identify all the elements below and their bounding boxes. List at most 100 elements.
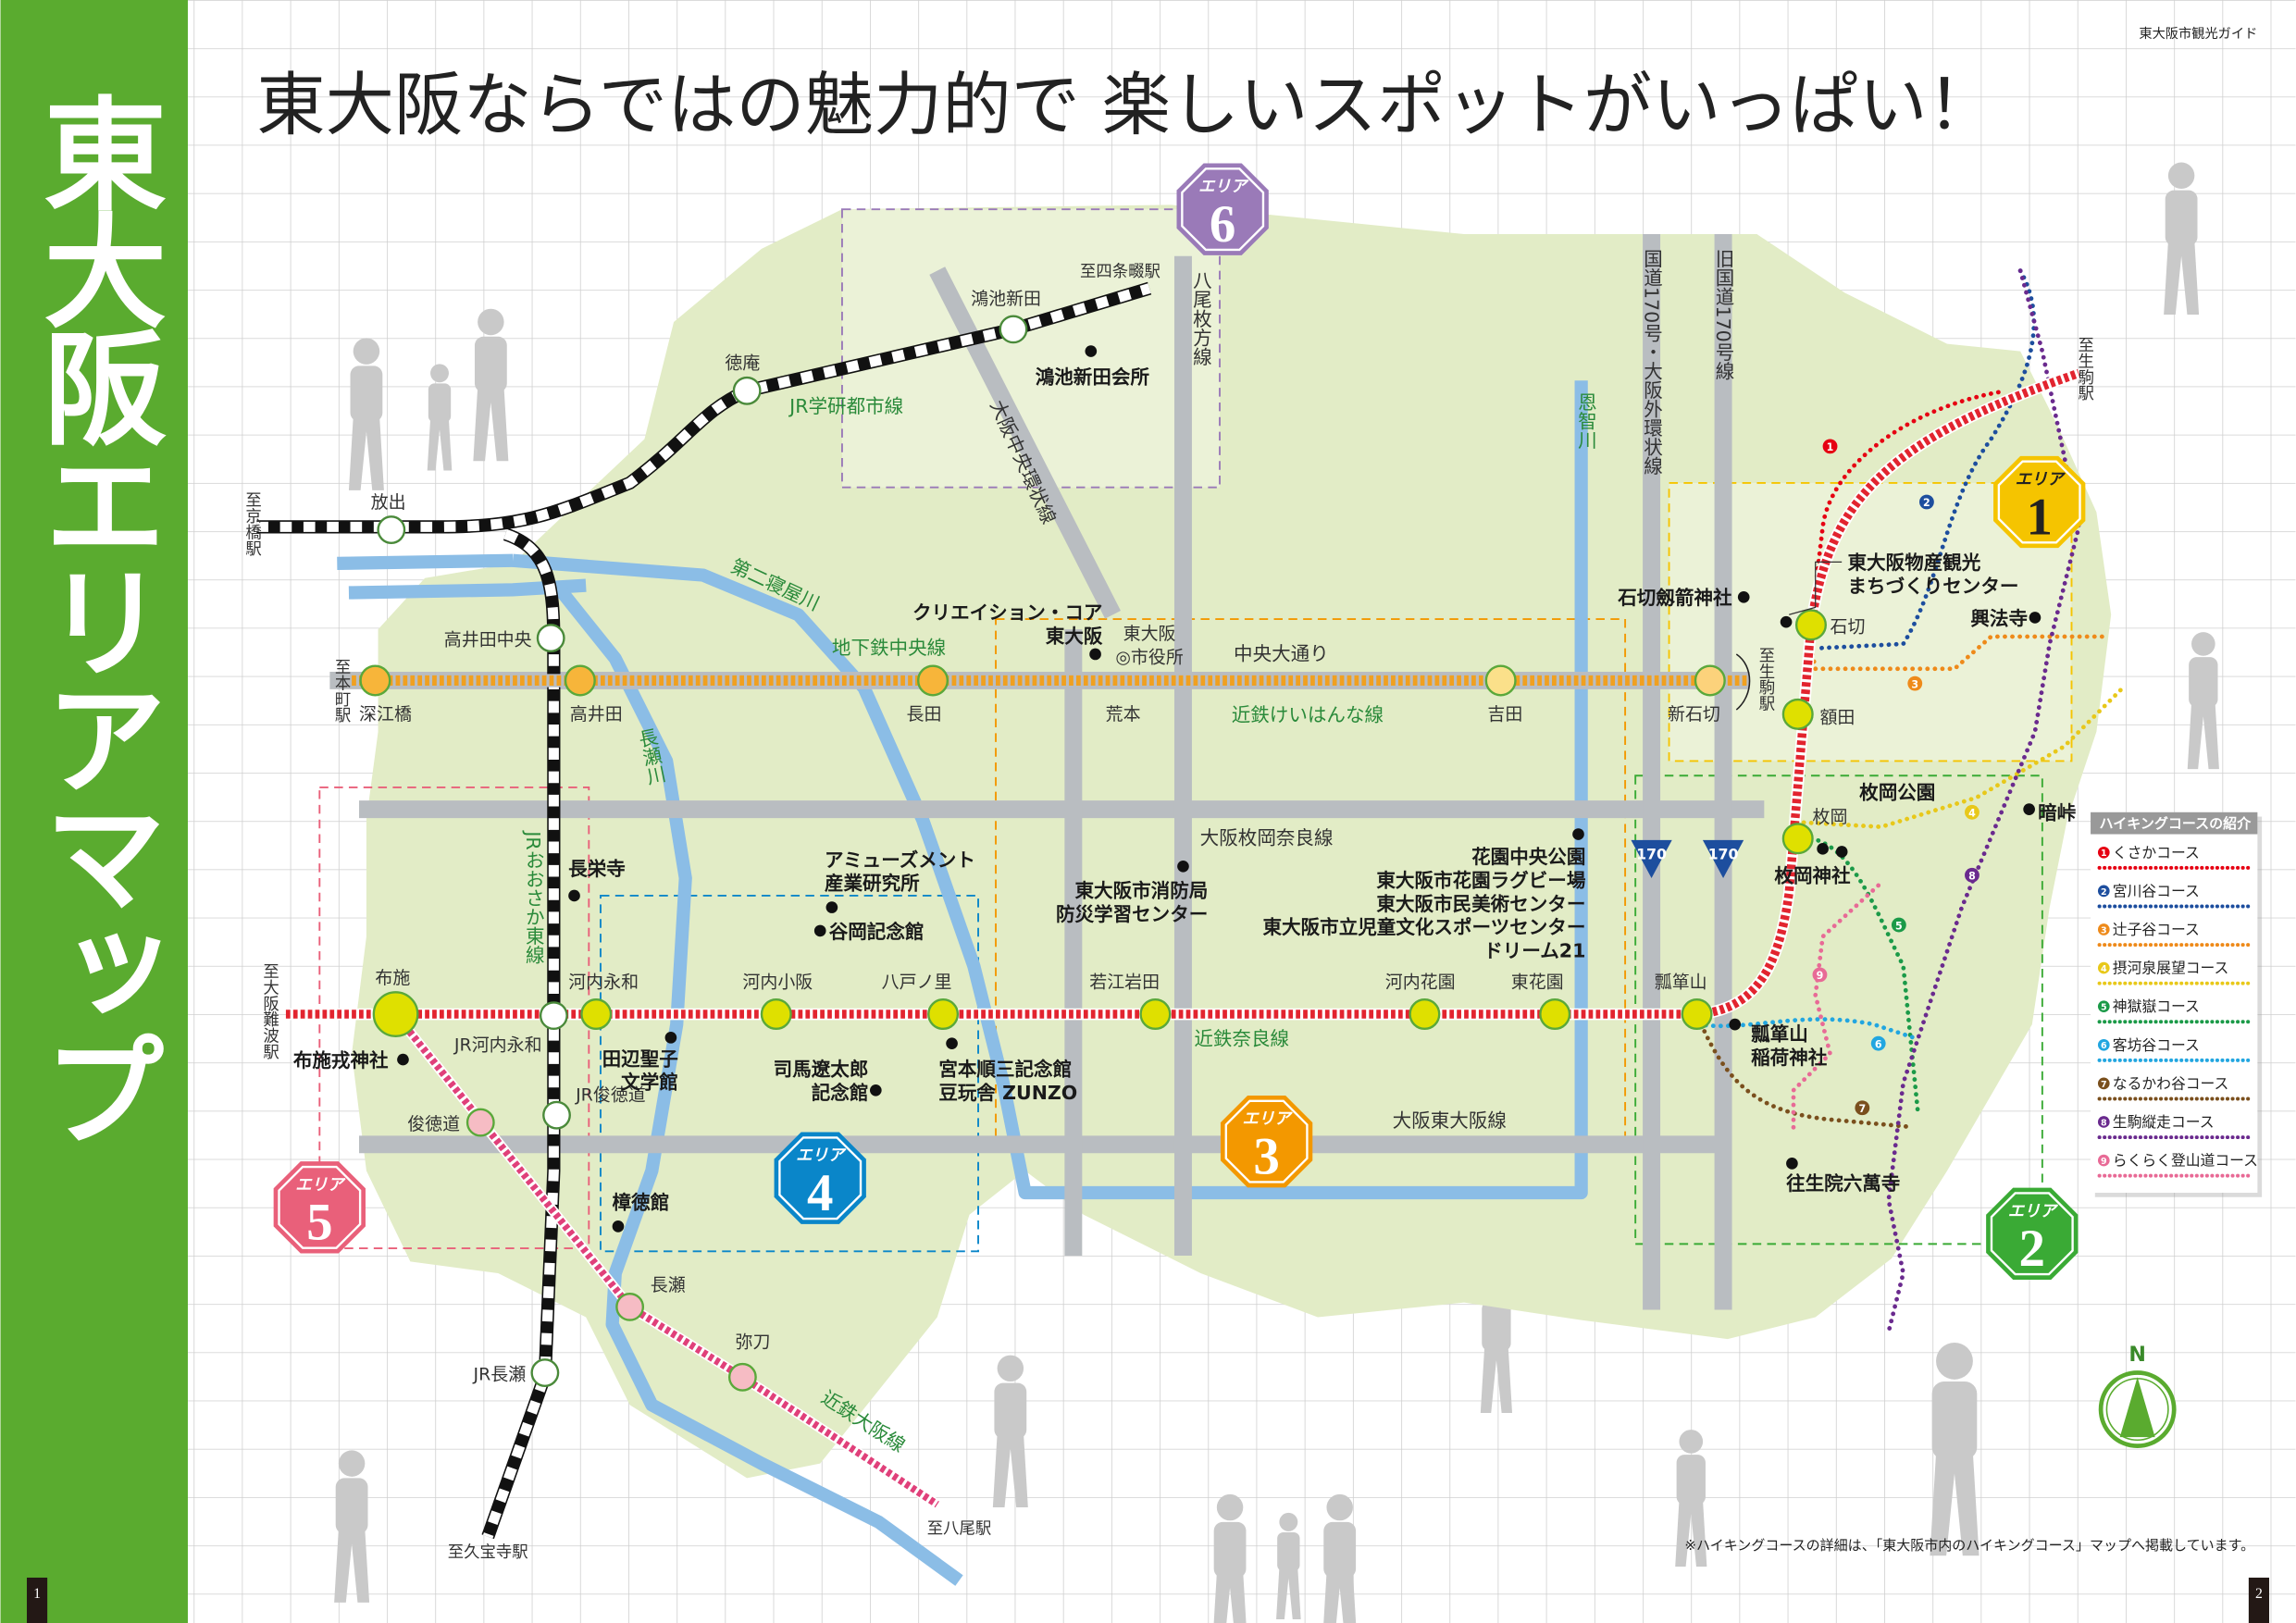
rail-line-label-jr-osaka-higashi: JRおおさか東線 [522, 829, 544, 964]
legend-course-number: 6 [2101, 1041, 2107, 1051]
area-badge-octagon [1986, 1187, 2079, 1280]
poi-marker: 興法寺 [1970, 607, 2042, 629]
rail-line-label-keihanna: 近鉄けいはんな線 [1232, 704, 1384, 726]
poi-dot-icon [664, 1032, 677, 1044]
station-label-東花園: 東花園 [1511, 973, 1564, 993]
poi-dot-icon [1737, 590, 1750, 603]
hiking-course-6-path [1695, 1017, 1920, 1042]
silhouette-legs [1323, 1573, 1357, 1623]
station-label-新石切: 新石切 [1668, 704, 1720, 725]
direction-label: 至京橋駅 [243, 491, 262, 556]
poi-dot-icon [1817, 843, 1829, 855]
poi-label: 東大阪 [1123, 624, 1176, 644]
poi-label: ドリーム21 [1483, 939, 1585, 961]
poi-dot-icon [1572, 828, 1584, 840]
sidebar-title: 東大阪エリアマップ [23, 91, 166, 1145]
hiking-course-4-path [1801, 685, 2126, 829]
poi-label: 枚岡神社 [1774, 865, 1851, 887]
silhouette-legs [1276, 1567, 1301, 1620]
station-marker [760, 998, 792, 1031]
person-silhouette-icon [348, 338, 384, 490]
poi-label: 興法寺 [1970, 607, 2028, 629]
area-badge-octagon [1993, 455, 2086, 549]
area-badge-border [1181, 167, 1265, 252]
legend-course-number: 9 [2101, 1157, 2107, 1167]
station-label-弥刀: 弥刀 [735, 1332, 770, 1353]
area-badge-octagon [1220, 1095, 1313, 1188]
poi-label: 宮本順三記念館 [938, 1058, 1072, 1080]
station-marker [1539, 998, 1571, 1031]
silhouette-head [1279, 1512, 1298, 1531]
silhouette-body [2189, 657, 2218, 708]
area-badge-octagon [774, 1132, 866, 1224]
area-badge-number: 4 [807, 1164, 833, 1222]
road-label: 大阪東大阪線 [1393, 1109, 1507, 1132]
road-label: 中央大通り [1234, 642, 1329, 664]
hiking-course-2-path [1813, 268, 2037, 651]
station-label-鴻池新田: 鴻池新田 [971, 289, 1041, 309]
legend-course-name: くさかコース [2113, 844, 2200, 861]
page-number-left-box [26, 1577, 48, 1623]
silhouette-body [1323, 1521, 1357, 1578]
legend-course-badge [2097, 923, 2110, 935]
road-label: 大阪枚岡奈良線 [1200, 827, 1334, 849]
poi-label: 田辺聖子 [602, 1047, 678, 1070]
legend-course-name: 神獄嶽コース [2113, 997, 2200, 1015]
poi-label: 東大阪 [1046, 625, 1103, 647]
legend-course-badge [2097, 1038, 2110, 1051]
station-label-JR俊徳道: JR俊徳道 [575, 1084, 646, 1105]
road-6 [929, 266, 1121, 619]
legend-course-badge [2097, 846, 2110, 859]
area-badge-number: 2 [2019, 1220, 2045, 1278]
silhouette-body [2165, 190, 2198, 246]
area-badge-label: エリア [2008, 1202, 2059, 1220]
line-end-bracket [1735, 653, 1751, 711]
direction-label: 至生駒駅 [1756, 647, 1775, 712]
silhouette-body [1482, 1301, 1511, 1352]
direction-label: 至久宝寺駅 [448, 1543, 528, 1562]
station-label-長田: 長田 [907, 704, 942, 725]
person-silhouette-icon [2164, 162, 2200, 316]
legend-course-name: 生駒縦走コース [2113, 1113, 2215, 1131]
road-label: 八尾枚方線 [1189, 271, 1211, 366]
station-marker [1694, 664, 1726, 697]
person-silhouette-icon [473, 308, 509, 462]
silhouette-head [1936, 1342, 1973, 1380]
silhouette-head [2167, 162, 2195, 190]
course-number-badge [1855, 1100, 1870, 1116]
page-headline: 東大阪ならではの魅力的で 楽しいスポットがいっぱい！ [256, 65, 1996, 145]
railways [256, 281, 2081, 1540]
station-marker [530, 1358, 560, 1387]
silhouette-body [1931, 1381, 1978, 1460]
poi-dot-icon [1780, 615, 1793, 628]
poi-marker: 東大阪 ◎市役所 [1115, 624, 1183, 667]
course-number-badge [1822, 439, 1838, 454]
legend-course-number: 4 [2101, 964, 2107, 974]
course-number: 9 [1817, 970, 1824, 982]
hiking-course-8-path [1886, 268, 2081, 1334]
poi-dot-icon [946, 1037, 958, 1050]
area-badge-border [778, 1136, 863, 1220]
legend-course-number: 3 [2101, 925, 2107, 935]
course-number-badge [1891, 917, 1906, 933]
poi-label: 東大阪物産観光 [1848, 551, 1981, 574]
area-badge-octagon [1176, 163, 1269, 255]
legend-course-name: 宮川谷コース [2113, 882, 2200, 899]
poi-label: 布施戎神社 [293, 1049, 389, 1072]
station-marker [1409, 998, 1441, 1031]
station-label-深江橋: 深江橋 [359, 704, 412, 725]
poi-dot-icon [612, 1220, 625, 1233]
silhouette-legs [1480, 1346, 1513, 1414]
poi-label: 暗峠 [2038, 802, 2077, 824]
silhouette-head [1216, 1493, 1244, 1521]
station-marker [732, 376, 762, 405]
poi-label: ◎市役所 [1115, 647, 1183, 667]
road-label: 旧国道170号線 [1712, 249, 1734, 380]
